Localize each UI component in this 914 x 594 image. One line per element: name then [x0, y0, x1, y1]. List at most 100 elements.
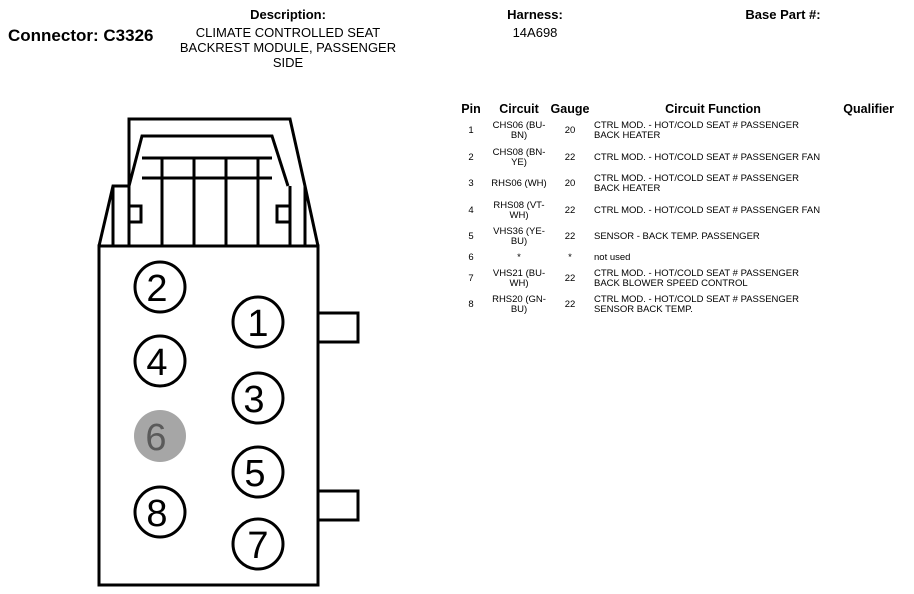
cell-qualifier	[834, 145, 894, 172]
cell-circuit-function-line: CTRL MOD. - HOT/COLD SEAT # PASSENGER	[594, 120, 799, 132]
cell-gauge-line: 22	[564, 231, 576, 243]
pin-cavity-1: 1	[231, 295, 285, 349]
cell-circuit: RHS20 (GN-BU)	[490, 292, 548, 319]
cell-qualifier	[834, 251, 894, 266]
pin-cavity-8: 8	[133, 485, 187, 539]
cell-circuit-function-line: BACK HEATER	[594, 183, 661, 195]
cell-circuit-line: RHS06 (WH)	[491, 178, 547, 190]
cell-gauge-line: 22	[564, 299, 576, 311]
cell-gauge: 22	[548, 266, 592, 293]
connector-side-tab-lower	[316, 489, 360, 522]
cell-pin: 8	[452, 292, 490, 319]
harness-label: Harness:	[507, 7, 563, 22]
pin-label-1: 1	[247, 303, 268, 345]
pin-label-5: 5	[244, 453, 265, 495]
cell-circuit: RHS08 (VT-WH)	[490, 198, 548, 225]
cell-circuit-line: WH)	[509, 209, 529, 221]
cell-pin: 3	[452, 171, 490, 198]
header-circuit: Circuit	[499, 102, 539, 116]
table-row: 7 VHS21 (BU-WH) 22 CTRL MOD. - HOT/COLD SEA…	[452, 266, 894, 293]
cell-circuit: CHS08 (BN-YE)	[490, 145, 548, 172]
connector-title: Connector: C3326	[8, 26, 154, 45]
cell-circuit-function: CTRL MOD. - HOT/COLD SEAT # PASSENGER FA…	[592, 145, 834, 172]
header-circuit-function: Circuit Function	[665, 102, 761, 116]
table-row: 4 RHS08 (VT-WH) 22 CTRL MOD. - HOT/COLD SEA…	[452, 198, 894, 225]
description-line-1: CLIMATE CONTROLLED SEAT	[195, 25, 381, 40]
cell-circuit-line: RHS20 (GN-	[492, 294, 546, 306]
pinout-header-row: Pin Circuit Gauge Circuit Function Quali…	[452, 100, 894, 118]
cell-circuit-line: WH)	[509, 277, 529, 289]
cell-circuit-line: YE)	[511, 156, 527, 168]
pin-cavity-6-unused: 6	[134, 410, 186, 462]
cell-pin-line: 8	[468, 299, 474, 311]
header-gauge: Gauge	[550, 102, 590, 116]
cell-pin: 2	[452, 145, 490, 172]
description-line-2: BACKREST MODULE, PASSENGER	[179, 40, 397, 55]
cell-circuit-function-line: CTRL MOD. - HOT/COLD SEAT # PASSENGER	[594, 267, 799, 279]
cell-qualifier	[834, 224, 894, 251]
cell-circuit-line: VHS36 (YE-	[493, 226, 545, 238]
cell-gauge: 20	[548, 171, 592, 198]
cell-gauge-line: 22	[564, 272, 576, 284]
cell-qualifier	[834, 292, 894, 319]
cell-circuit-line: BU)	[510, 304, 528, 316]
header-qualifier: Qualifier	[843, 102, 894, 116]
pin-cavity-2: 2	[133, 260, 187, 314]
connector-side-tab-upper	[316, 311, 360, 344]
cell-circuit-line: BU)	[510, 236, 528, 248]
cell-circuit-function: not used	[592, 251, 834, 266]
header-pin: Pin	[461, 102, 481, 116]
cell-gauge-line: 20	[564, 178, 576, 190]
cell-gauge-line: 22	[564, 204, 576, 216]
base-part-label: Base Part #:	[745, 7, 821, 22]
cell-pin-line: 7	[468, 272, 474, 284]
cell-gauge: 20	[548, 118, 592, 145]
cell-pin-line: 3	[468, 178, 474, 190]
cell-circuit-function-line: not used	[594, 252, 631, 263]
table-row: 8 RHS20 (GN-BU) 22 CTRL MOD. - HOT/COLD SEA…	[452, 292, 894, 319]
cell-gauge-line: 20	[564, 125, 576, 137]
pin-label-6: 6	[145, 417, 166, 459]
cell-pin-line: 4	[468, 204, 474, 216]
cell-qualifier	[834, 266, 894, 293]
pin-label-4: 4	[146, 342, 167, 384]
connector-latch-inner	[127, 134, 290, 187]
pin-label-7: 7	[247, 525, 268, 567]
cell-pin: 1	[452, 118, 490, 145]
pin-label-2: 2	[146, 268, 167, 310]
cell-pin: 5	[452, 224, 490, 251]
table-row: 3 RHS06 (WH) 20 CTRL MOD. - HOT/COLD SEAT #…	[452, 171, 894, 198]
cell-circuit-line: RHS08 (VT-	[493, 199, 545, 211]
pinout-table: Pin Circuit Gauge Circuit Function Quali…	[452, 100, 894, 319]
cell-circuit-line: CHS08 (BN-	[492, 146, 546, 158]
pin-cavity-4: 4	[133, 334, 187, 388]
pin-cavity-5: 5	[231, 445, 285, 499]
pin-cavity-3: 3	[231, 371, 285, 425]
cell-gauge-line: *	[568, 252, 572, 263]
cell-gauge: 22	[548, 292, 592, 319]
connector-housing	[97, 244, 320, 587]
cell-circuit-function-line: BACK BLOWER SPEED CONTROL	[594, 277, 748, 289]
cell-qualifier	[834, 118, 894, 145]
cell-pin: 7	[452, 266, 490, 293]
cell-pin: 4	[452, 198, 490, 225]
description-value: CLIMATE CONTROLLED SEAT BACKREST MODULE,…	[172, 25, 404, 70]
cell-circuit-function-line: BACK HEATER	[594, 130, 661, 142]
cell-circuit-function-line: SENSOR BACK TEMP.	[594, 304, 693, 316]
cell-circuit-line: CHS06 (BU-	[492, 120, 546, 132]
cell-pin-line: 1	[468, 125, 474, 137]
cell-circuit: VHS21 (BU-WH)	[490, 266, 548, 293]
cell-pin-line: 5	[468, 231, 474, 243]
cell-circuit-function-line: CTRL MOD. - HOT/COLD SEAT # PASSENGER FA…	[594, 204, 821, 216]
description-label: Description:	[250, 7, 326, 22]
cell-circuit-line: VHS21 (BU-	[492, 267, 546, 279]
cell-circuit-function-line: CTRL MOD. - HOT/COLD SEAT # PASSENGER	[594, 294, 799, 306]
table-row: 6**not used	[452, 251, 894, 266]
pin-label-3: 3	[243, 379, 264, 421]
cell-circuit: *	[490, 251, 548, 266]
cell-gauge: *	[548, 251, 592, 266]
